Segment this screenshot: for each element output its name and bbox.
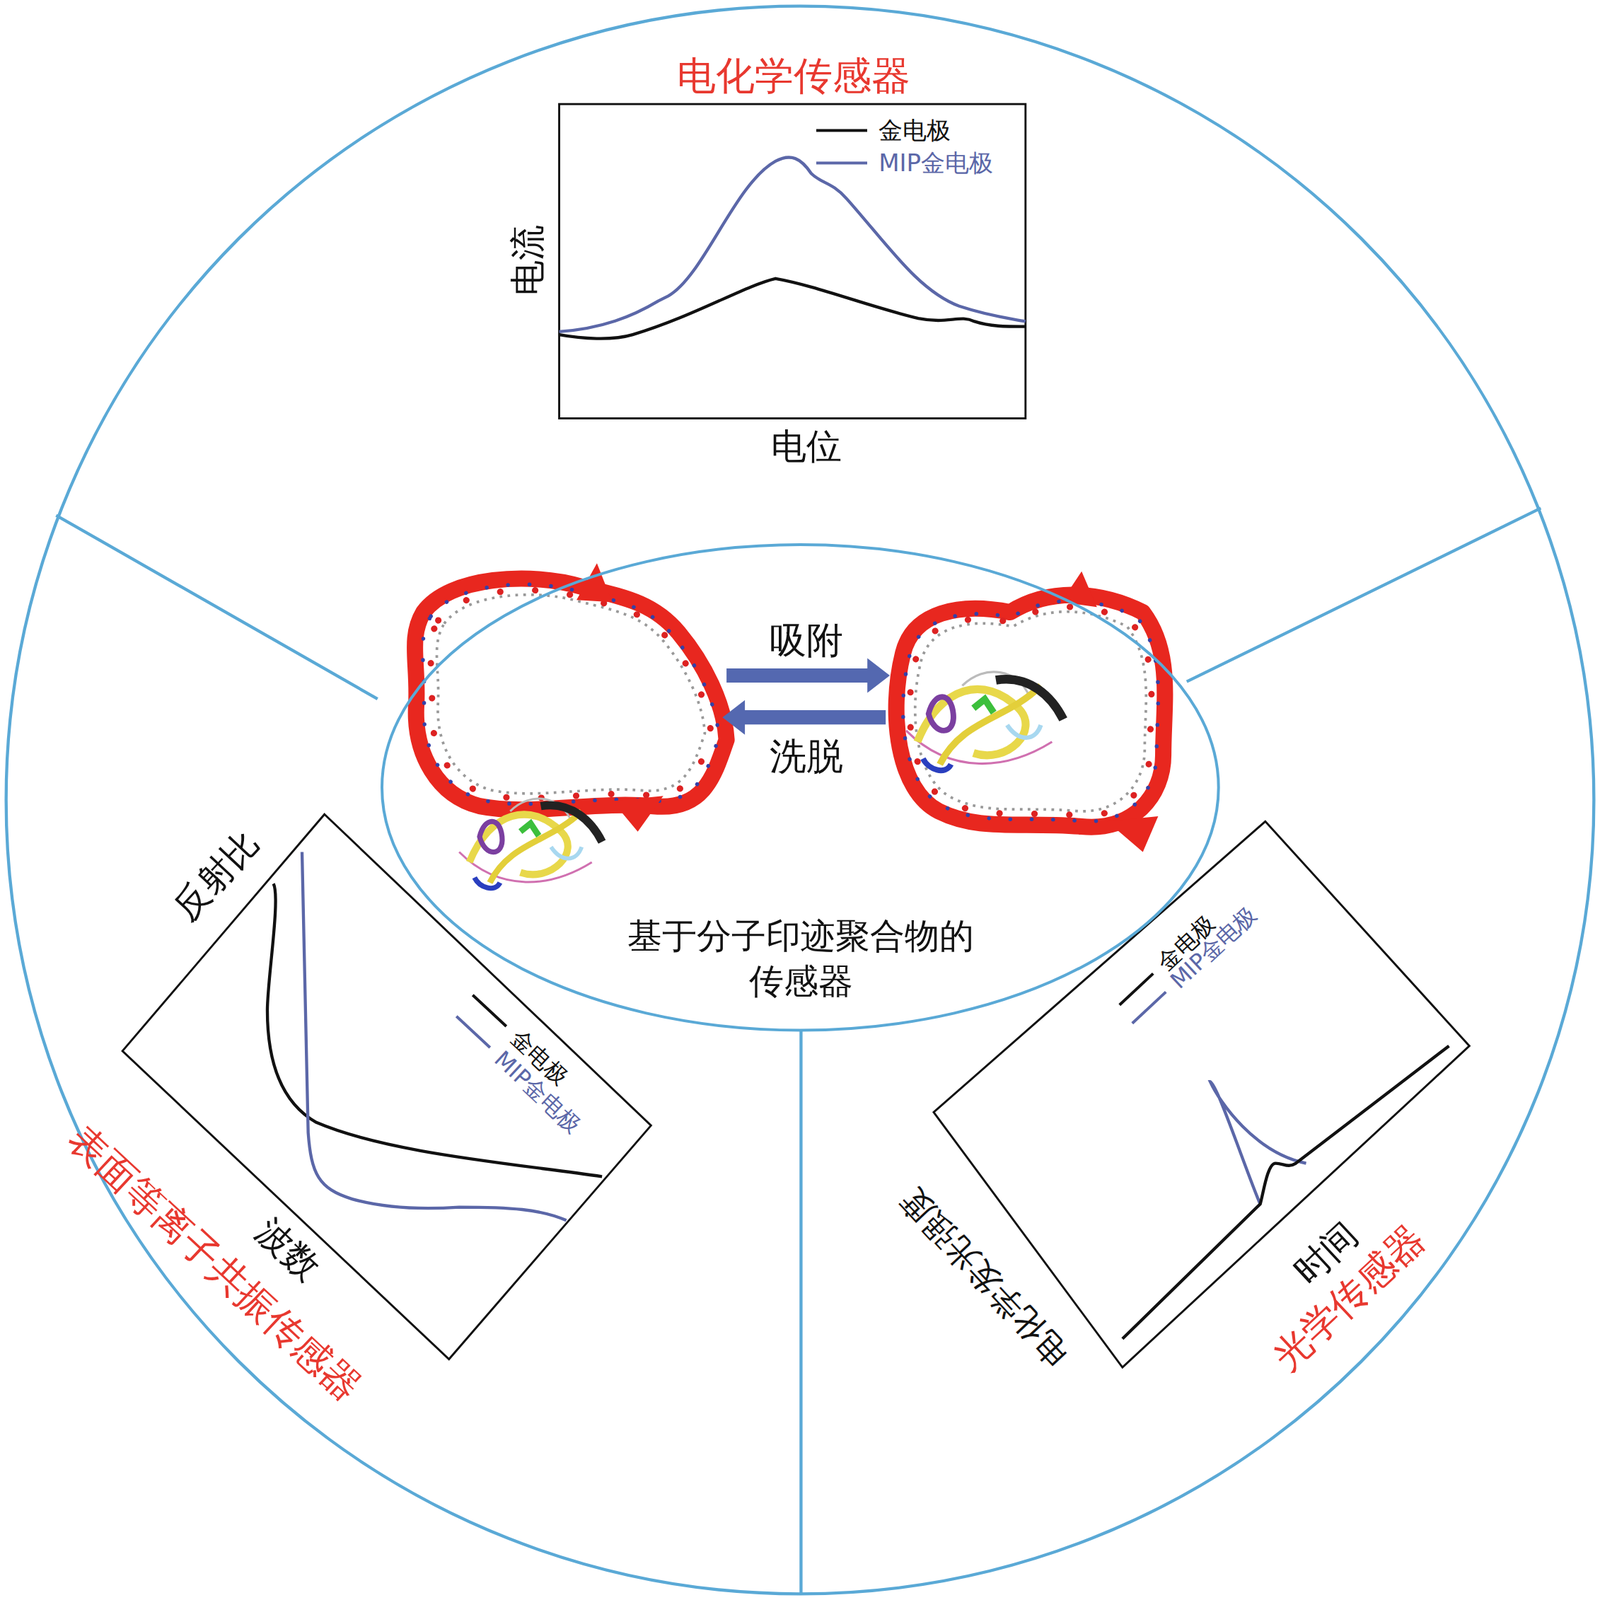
arrow-label: 吸附: [769, 619, 844, 663]
panel-title: 电化学传感器: [676, 54, 911, 100]
axis-label: 反射比: [165, 822, 268, 929]
node-text: 基于分子印迹聚合物的 传感器: [618, 913, 984, 1004]
axis-label: 电位: [770, 426, 842, 468]
legend-line: [1131, 990, 1168, 1025]
ellipse-outline: [379, 542, 1221, 1033]
legend-line: [454, 1015, 491, 1049]
legend-text: 金电极: [878, 116, 951, 145]
legend-line: [1118, 972, 1154, 1006]
legend-line: [816, 161, 868, 165]
axis-label: 电化学发光强度: [893, 1181, 1076, 1374]
legend-item: 金电极: [816, 116, 951, 145]
legend-line: [816, 129, 868, 133]
arrow-label: 洗脱: [769, 736, 844, 779]
legend-line: [471, 993, 508, 1028]
legend-item: MIP金电极: [816, 149, 994, 177]
axis-label: 电流: [508, 224, 550, 296]
sensor-ellipse: 基于分子印迹聚合物的 传感器: [379, 542, 1221, 1033]
legend-text: MIP金电极: [878, 149, 994, 177]
